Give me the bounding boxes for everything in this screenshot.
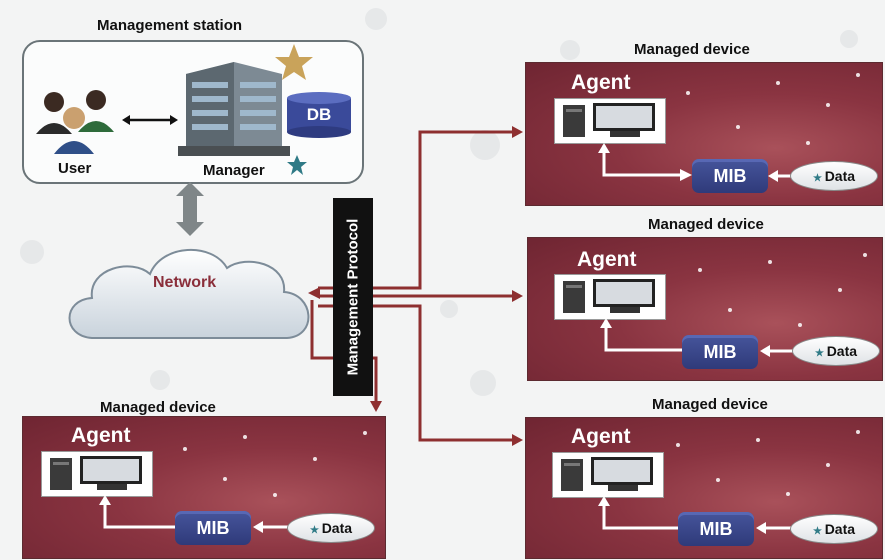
data-oval: ★ Data: [792, 336, 880, 366]
data-oval: ★ Data: [790, 514, 878, 544]
manager-label: Manager: [203, 162, 265, 179]
managed-device-top-right: Agent MIB ★ Data: [525, 62, 883, 206]
computer-icon: [552, 452, 664, 498]
db-label: DB: [306, 105, 332, 124]
data-label: Data: [826, 343, 858, 359]
data-label: Data: [321, 520, 353, 536]
small-star-icon: [287, 155, 307, 175]
station-network-link: [176, 182, 204, 236]
data-star-icon: ★: [812, 526, 825, 537]
arrowhead-top-right: [512, 126, 523, 138]
users-icon: [36, 90, 114, 154]
data-star-icon: ★: [309, 525, 322, 536]
data-oval: ★ Data: [287, 513, 375, 543]
mib-box: MIB: [175, 511, 251, 545]
computer-icon: [41, 451, 153, 497]
arrowhead-network: [308, 287, 320, 299]
device-title: Managed device: [634, 41, 750, 58]
data-label: Data: [824, 168, 856, 184]
mib-box: MIB: [692, 159, 768, 193]
arrowhead-middle-right: [512, 290, 523, 302]
device-title: Managed device: [100, 399, 216, 416]
managed-device-bottom-left: Agent MIB ★ Data: [22, 416, 386, 559]
db-cylinder: DB: [287, 92, 351, 138]
data-oval: ★ Data: [790, 161, 878, 191]
agent-label: Agent: [571, 71, 631, 94]
data-label: Data: [824, 521, 856, 537]
device-title: Managed device: [652, 396, 768, 413]
user-manager-arrow: [122, 115, 178, 125]
computer-icon: [554, 98, 666, 144]
managed-device-bottom-right: Agent MIB ★ Data: [525, 417, 883, 559]
db-cylinder-shape: [287, 92, 351, 138]
agent-label: Agent: [71, 424, 131, 447]
management-protocol-label: Management Protocol: [344, 218, 362, 376]
computer-icon: [554, 274, 666, 320]
manager-building-icon: [178, 62, 290, 156]
mib-box: MIB: [678, 512, 754, 546]
arrowhead-bottom-right: [512, 434, 523, 446]
network-label: Network: [153, 274, 217, 291]
device-title: Managed device: [648, 216, 764, 233]
data-star-icon: ★: [814, 348, 827, 359]
agent-mib-arrow: [598, 143, 692, 181]
arrowhead-bottom-left: [370, 401, 382, 412]
agent-label: Agent: [571, 425, 631, 448]
star-icon: [275, 44, 313, 80]
management-protocol-bar: Management Protocol: [333, 198, 373, 396]
network-cloud: [68, 248, 310, 339]
mib-box: MIB: [682, 335, 758, 369]
agent-label: Agent: [577, 248, 637, 271]
data-star-icon: ★: [812, 173, 825, 184]
station-title: Management station: [97, 17, 243, 34]
managed-device-middle-right: Agent MIB ★ Data: [527, 237, 883, 381]
management-station: DB User Manager: [22, 40, 364, 184]
user-label: User: [58, 160, 92, 177]
